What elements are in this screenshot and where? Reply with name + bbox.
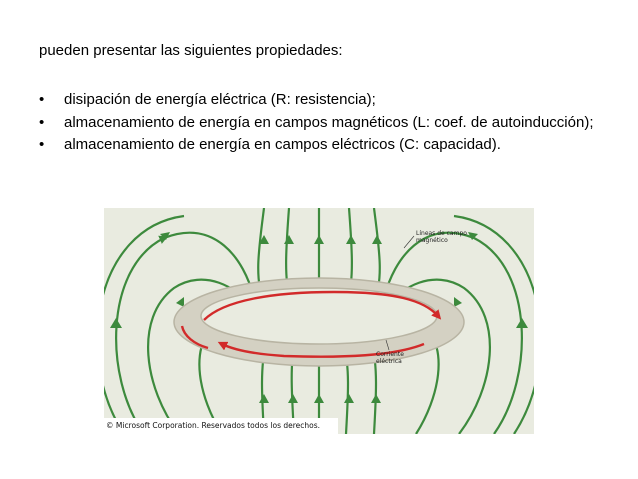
leader-line [403,235,415,249]
magnetic-field-illustration: Líneas de campo magnético Corriente eléc… [104,208,534,434]
arrowhead [468,232,478,240]
field-line [115,231,256,434]
property-list: • disipación de energía eléctrica (R: re… [39,91,599,159]
arrowhead [344,394,354,403]
arrowhead [160,232,170,240]
arrowhead [259,235,269,244]
arrowhead [454,297,462,307]
label-leaders [385,235,415,351]
arrowhead [314,235,324,244]
field-line [104,214,185,434]
copyright-notice: © Microsoft Corporation. Reservados todo… [104,418,338,434]
list-item-text: almacenamiento de energía en campos eléc… [64,136,501,153]
arrowhead [288,394,298,403]
list-item-text: disipación de energía eléctrica (R: resi… [64,91,376,108]
list-item-text: almacenamiento de energía en campos magn… [64,113,594,131]
arrowhead [346,235,356,244]
list-item: • almacenamiento de energía en campos el… [39,136,599,155]
arrowhead [516,318,528,328]
arrowhead [372,235,382,244]
field-lines-label: Líneas de campo magnético [416,230,467,244]
arrowhead [314,394,324,403]
current-arrow [217,341,425,358]
current-arrows [180,290,442,358]
bullet-marker: • [39,136,45,153]
arrowhead [176,297,184,307]
current-label: Corriente eléctrica [376,351,404,365]
current-arrow [180,325,209,350]
list-item: • almacenamiento de energía en campos ma… [39,114,599,133]
arrowhead [110,318,122,328]
field-line [382,231,523,434]
bullet-marker: • [39,113,45,131]
current-arrow [203,290,442,321]
arrowhead [284,235,294,244]
leader-line [385,339,390,351]
arrowhead [371,394,381,403]
field-diagram [104,208,534,434]
bullet-marker: • [39,91,45,108]
field-line [453,214,534,434]
arrowhead [259,394,269,403]
intro-text: pueden presentar las siguientes propieda… [39,42,343,59]
field-arrowheads [110,232,528,403]
list-item: • disipación de energía eléctrica (R: re… [39,91,599,110]
